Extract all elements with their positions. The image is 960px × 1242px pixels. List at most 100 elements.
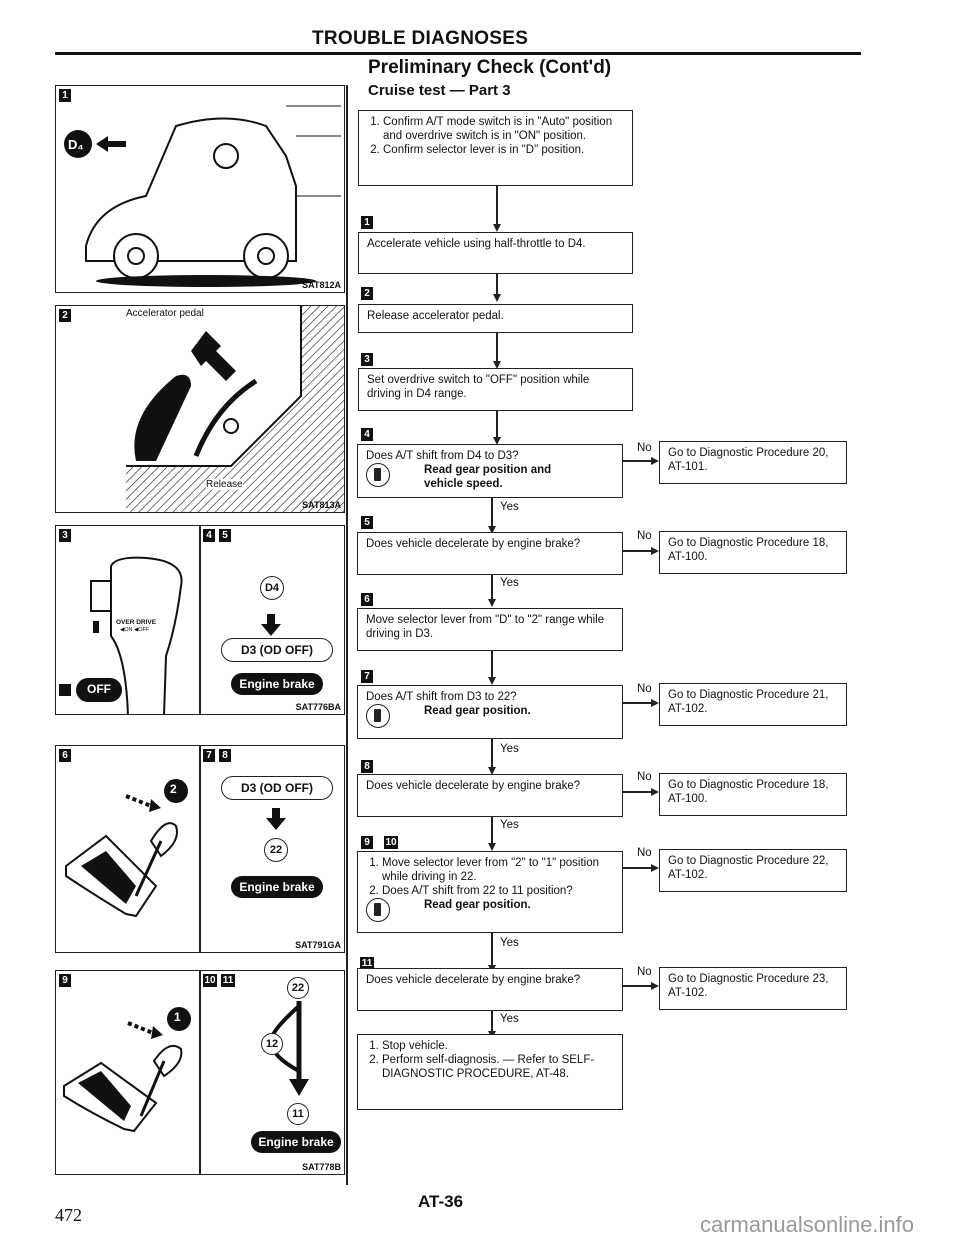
flow-connector: [491, 739, 493, 769]
flow-start-box: Confirm A/T mode switch is in "Auto" pos…: [358, 110, 633, 186]
overdrive-switch-label: OVER DRIVE: [116, 619, 157, 626]
gear-11-circle: 11: [287, 1103, 309, 1125]
step-3-box: Set overdrive switch to "OFF" position w…: [358, 368, 633, 411]
arrow-down-icon: [488, 843, 496, 851]
step-item: Does A/T shift from 22 to 11 position?: [382, 884, 614, 898]
arrow-down-icon: [488, 526, 496, 534]
shift-knob-illustration: [59, 556, 183, 714]
gear-22-circle: 22: [287, 977, 309, 999]
flow-connector: [496, 186, 498, 226]
step-2-box: Release accelerator pedal.: [358, 304, 633, 333]
column-divider: [346, 85, 348, 1185]
flow-connector: [623, 985, 653, 987]
consult-tool-icon: [366, 463, 390, 487]
arrow-right-icon: [651, 699, 659, 707]
step-badge: 1: [361, 216, 373, 229]
figure-code: SAT778B: [302, 1162, 341, 1172]
figure-badge: 4: [203, 529, 215, 542]
subsection-title: Cruise test — Part 3: [368, 82, 511, 99]
figure-code: SAT776BA: [295, 702, 341, 712]
yes-label: Yes: [500, 1013, 519, 1025]
end-item: Stop vehicle.: [382, 1039, 614, 1053]
no-label: No: [637, 771, 652, 783]
no-label: No: [637, 442, 652, 454]
tool-note: Read gear position and vehicle speed.: [424, 464, 552, 490]
gear-12-circle: 12: [261, 1033, 283, 1055]
step-item: Move selector lever from "2" to "1" posi…: [382, 856, 614, 884]
step-4-no-target: Go to Diagnostic Procedure 20, AT-101.: [659, 441, 847, 484]
step-5-box: Does vehicle decelerate by engine brake?: [357, 532, 623, 575]
selector-lever-illustration: [65, 779, 188, 918]
no-label: No: [637, 530, 652, 542]
arrow-right-icon: [651, 788, 659, 796]
arrow-right-icon: [651, 864, 659, 872]
engine-brake-badge: Engine brake: [231, 673, 323, 695]
flow-connector: [623, 460, 653, 462]
step-text: Does vehicle decelerate by engine brake?: [366, 780, 581, 792]
car-illustration: D₄: [64, 105, 341, 287]
no-label: No: [637, 966, 652, 978]
end-item: Perform self-diagnosis. — Refer to SELF-…: [382, 1053, 614, 1081]
yes-label: Yes: [500, 501, 519, 513]
position-1-marker: 1: [174, 1010, 181, 1024]
pedal-illustration: [126, 306, 344, 512]
step-badge: 3: [361, 353, 373, 366]
overdrive-switch-sublabel: ◀ON ◀OFF: [120, 627, 150, 633]
figure-badge: 9: [59, 974, 71, 987]
arrow-right-icon: [651, 982, 659, 990]
step-7-box: Does A/T shift from D3 to 22? Read gear …: [357, 685, 623, 739]
figure-divider: [199, 526, 201, 714]
step-8-no-target: Go to Diagnostic Procedure 18, AT-100.: [659, 773, 847, 816]
step-badge: 9: [361, 836, 373, 849]
arrow-right-icon: [651, 457, 659, 465]
figure-6-8-selector-2: 6 2 7 8 D3 (OD OFF) 22 Engine brake SAT7…: [55, 745, 345, 953]
step-11-no-target: Go to Diagnostic Procedure 23, AT-102.: [659, 967, 847, 1010]
flow-connector: [496, 333, 498, 363]
step-text: Does vehicle decelerate by engine brake?: [366, 538, 581, 550]
step-text: Move selector lever from "D" to "2" rang…: [366, 614, 605, 640]
arrow-down-icon: [488, 599, 496, 607]
no-target-text: Go to Diagnostic Procedure 23, AT-102.: [668, 973, 829, 999]
flow-connector: [491, 498, 493, 528]
no-target-text: Go to Diagnostic Procedure 21, AT-102.: [668, 689, 829, 715]
engine-brake-badge: Engine brake: [251, 1131, 341, 1153]
down-arrow-icon: [266, 808, 286, 830]
step-7-no-target: Go to Diagnostic Procedure 21, AT-102.: [659, 683, 847, 726]
step-badge: 8: [361, 760, 373, 773]
step-5-no-target: Go to Diagnostic Procedure 18, AT-100.: [659, 531, 847, 574]
step-6-box: Move selector lever from "D" to "2" rang…: [357, 608, 623, 651]
no-target-text: Go to Diagnostic Procedure 18, AT-100.: [668, 537, 829, 563]
tool-note: Read gear position.: [424, 899, 531, 911]
svg-text:D₄: D₄: [68, 137, 84, 152]
step-badge: 7: [361, 670, 373, 683]
gear-22-circle: 22: [264, 838, 288, 862]
header-rule: [55, 52, 861, 55]
tool-note: Read gear position.: [424, 705, 531, 717]
figure-badge: 10: [203, 974, 217, 987]
step-text: Does vehicle decelerate by engine brake?: [366, 974, 581, 986]
step-badge: 5: [361, 516, 373, 529]
no-target-text: Go to Diagnostic Procedure 18, AT-100.: [668, 779, 829, 805]
header-title: TROUBLE DIAGNOSES: [312, 28, 529, 49]
page-number: 472: [55, 1205, 82, 1225]
step-badge: 4: [361, 428, 373, 441]
step-4-box: Does A/T shift from D4 to D3? Read gear …: [357, 444, 623, 498]
flow-connector: [623, 702, 653, 704]
flow-connector: [623, 791, 653, 793]
step-8-box: Does vehicle decelerate by engine brake?: [357, 774, 623, 817]
engine-brake-badge: Engine brake: [231, 876, 323, 898]
step-text: Does A/T shift from D4 to D3?: [366, 450, 519, 462]
flow-connector: [623, 550, 653, 552]
arrow-right-icon: [651, 547, 659, 555]
flow-connector: [491, 1011, 493, 1033]
arrow-down-icon: [493, 224, 501, 232]
figure-badge: 11: [221, 974, 235, 987]
yes-label: Yes: [500, 819, 519, 831]
no-label: No: [637, 847, 652, 859]
flow-connector: [623, 867, 653, 869]
figure-3-5-overdrive: 3 OVER DRIVE ◀ON ◀OFF OFF 4 5 D4 D3 (OD …: [55, 525, 345, 715]
down-arrow-icon: [261, 614, 281, 636]
consult-tool-icon: [366, 704, 390, 728]
arrow-down-icon: [493, 294, 501, 302]
figure-code: SAT791GA: [295, 940, 341, 950]
